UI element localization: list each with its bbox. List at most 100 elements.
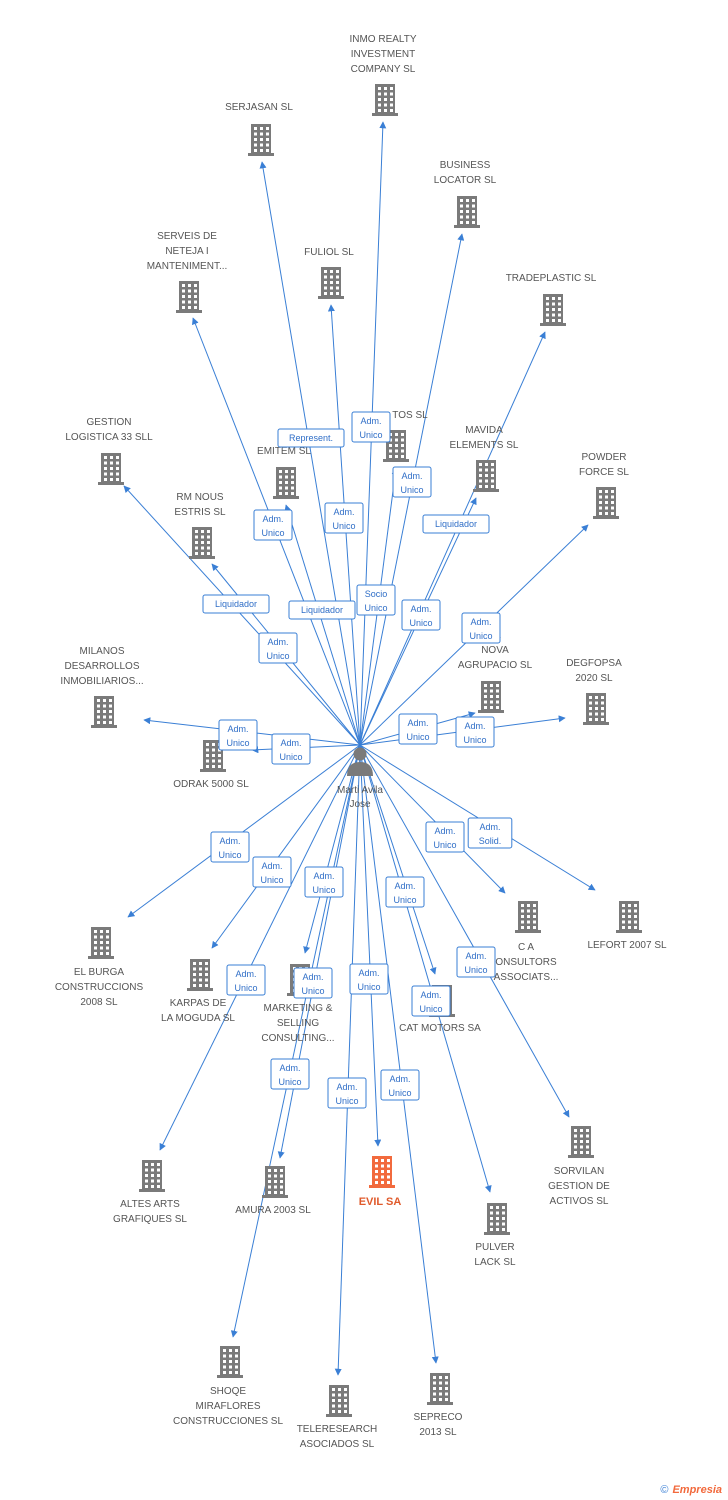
company-name[interactable]: LEFORT 2007 SL — [587, 940, 667, 951]
edge-karpas — [211, 744, 361, 949]
relation-label-amura[interactable]: Adm.Unico — [293, 967, 333, 999]
company-name[interactable]: FULIOL SL — [304, 247, 354, 258]
relation-label-sepreco[interactable]: Adm.Unico — [380, 1069, 420, 1101]
relation-label-fuliol[interactable]: Adm.Unico — [324, 502, 364, 534]
company-node-emitem[interactable]: EMITEM SL — [257, 446, 311, 499]
relation-label-karpas[interactable]: Adm.Unico — [252, 856, 292, 888]
relation-label-nova[interactable]: Adm.Unico — [398, 713, 438, 745]
building-icon — [187, 959, 213, 991]
company-name[interactable]: ODRAK 5000 SL — [173, 779, 249, 790]
relation-label-serjasan[interactable]: Represent. — [277, 428, 345, 448]
company-node-lefort[interactable]: LEFORT 2007 SL — [587, 901, 667, 951]
relation-label-powder[interactable]: Adm.Unico — [461, 612, 501, 644]
relation-label-emitem[interactable]: Liquidador — [288, 600, 356, 620]
relation-text: Adm.Unico — [260, 861, 283, 885]
building-icon — [593, 487, 619, 519]
relation-label-degfopsa[interactable]: Adm.Unico — [455, 716, 495, 748]
company-name[interactable]: AMURA 2003 SL — [235, 1205, 311, 1216]
company-name[interactable]: SERJASAN SL — [225, 102, 293, 113]
company-node-fuliol[interactable]: FULIOL SL — [304, 247, 354, 299]
edge-emitem — [284, 504, 361, 746]
company-node-tos[interactable]: TOS SL — [383, 410, 428, 462]
building-icon — [454, 196, 480, 228]
relation-label-mavida[interactable]: Adm.Unico — [401, 599, 441, 631]
relation-label-ca[interactable]: Adm.Unico — [425, 821, 465, 853]
relation-label-evil[interactable]: Adm.Unico — [349, 963, 389, 995]
relation-label-serveis[interactable]: Adm.Unico — [253, 509, 293, 541]
relation-label-pulver[interactable]: Adm.Unico — [411, 985, 451, 1017]
company-name[interactable]: TOS SL — [392, 410, 428, 421]
relation-label-sorvilan[interactable]: Adm.Unico — [456, 946, 496, 978]
company-name[interactable]: TRADEPLASTIC SL — [506, 273, 597, 284]
relation-text: Adm.Unico — [400, 471, 423, 495]
relation-text: Adm.Unico — [234, 969, 257, 993]
company-node-serjasan[interactable]: SERJASAN SL — [225, 102, 293, 156]
relation-label-lefort[interactable]: Adm.Solid. — [467, 817, 513, 849]
relation-label-inmo[interactable]: Adm.Unico — [351, 411, 391, 443]
company-node-tradeplastic[interactable]: TRADEPLASTIC SL — [506, 273, 597, 326]
company-name[interactable]: EMITEM SL — [257, 446, 311, 457]
relation-label-business[interactable]: Adm.Unico — [392, 466, 432, 498]
footer-brand[interactable]: ©Empresia — [660, 1484, 722, 1496]
relation-label-tradeplastic[interactable]: Liquidador — [422, 514, 490, 534]
relation-label-shoqe[interactable]: Adm.Unico — [270, 1058, 310, 1090]
relation-label-rmnous[interactable]: Adm.Unico — [258, 632, 298, 664]
company-name[interactable]: EVIL SA — [359, 1196, 402, 1208]
relation-text: Adm.Unico — [261, 514, 284, 538]
company-node-evil[interactable]: EVIL SA — [359, 1156, 402, 1208]
relation-label-catmotors[interactable]: Adm.Unico — [385, 876, 425, 908]
relation-label-odrak[interactable]: Adm.Unico — [271, 733, 311, 765]
company-name[interactable]: CAT MOTORS SA — [399, 1023, 481, 1034]
relation-label-gestion[interactable]: Liquidador — [202, 594, 270, 614]
relation-label-altes[interactable]: Adm.Unico — [226, 964, 266, 996]
company-node-amura[interactable]: AMURA 2003 SL — [235, 1166, 311, 1216]
relation-label-elburga[interactable]: Adm.Unico — [210, 831, 250, 863]
relation-label-teleresearch[interactable]: Adm.Unico — [327, 1077, 367, 1109]
relation-text: Liquidador — [215, 599, 257, 609]
relation-label-milanos[interactable]: Adm.Unico — [218, 719, 258, 751]
relation-text: Adm.Unico — [409, 604, 432, 628]
relation-label-marketing[interactable]: Adm.Unico — [304, 866, 344, 898]
